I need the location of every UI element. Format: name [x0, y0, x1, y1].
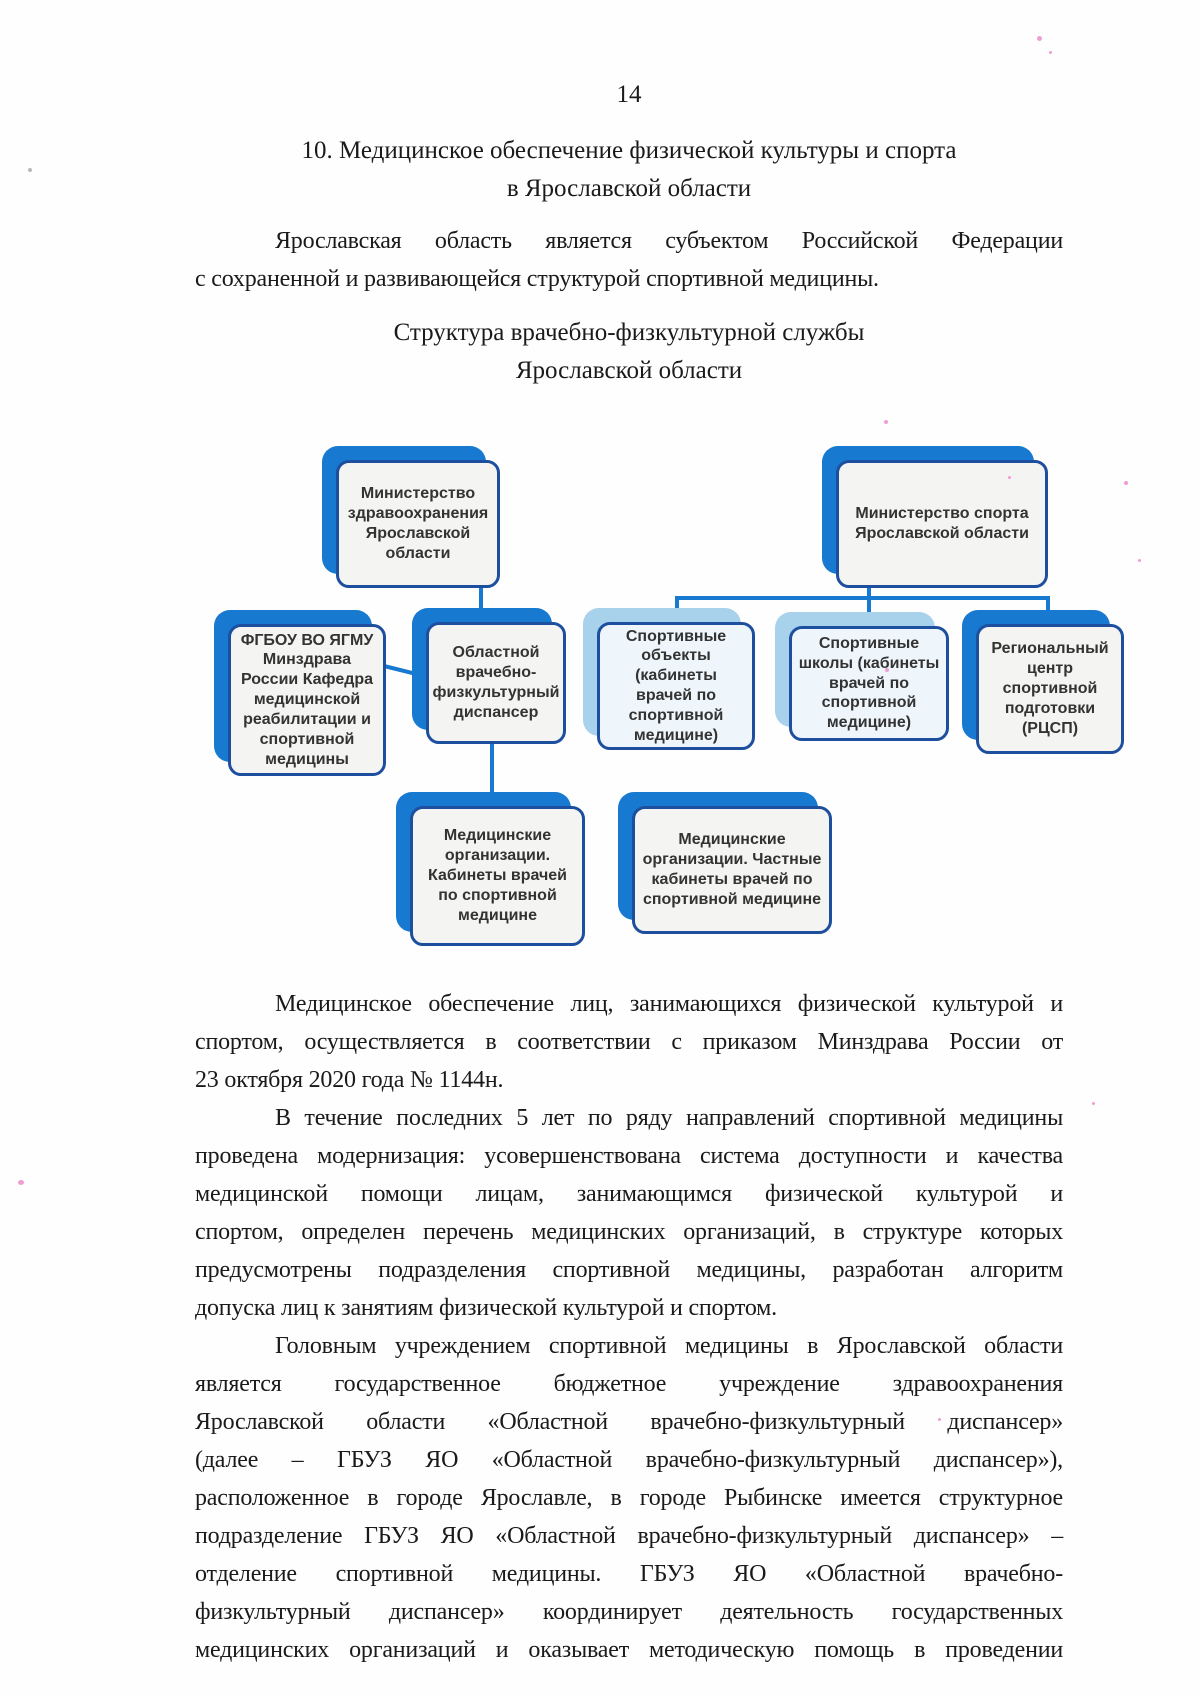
paragraph-line: физкультурный диспансер» координирует де…: [195, 1599, 1063, 1625]
paragraph-line: Головным учреждением спортивной медицины…: [275, 1333, 1063, 1359]
connector-drop-rcsp: [1046, 598, 1050, 612]
paragraph-line: В течение последних 5 лет по ряду направ…: [275, 1105, 1063, 1131]
connector-minzdrav-dispanser: [479, 586, 483, 610]
paragraph-line: отделение спортивной медицины. ГБУЗ ЯО «…: [195, 1561, 1063, 1587]
org-box-face: Министерство здравоохранения Ярославской…: [336, 460, 500, 588]
scan-speck: [1008, 476, 1011, 479]
org-box-label: Министерство здравоохранения Ярославской…: [347, 485, 489, 562]
org-box-face: Медицинские организации. Кабинеты врачей…: [410, 806, 585, 946]
doc-title-line1: 10. Медицинское обеспечение физической к…: [301, 137, 957, 164]
paragraph-line: является государственное бюджетное учреж…: [195, 1371, 1063, 1397]
connector-fgbou-dispanser: [383, 664, 416, 676]
diagram-title-line2: Ярославской области: [515, 357, 743, 384]
org-box-face: ФГБОУ ВО ЯГМУ Минздрава России Кафедра м…: [228, 624, 386, 776]
paragraph-line: Ярославская область является субъектом Р…: [275, 228, 1063, 254]
org-box-label: Спортивные объекты (кабинеты врачей по с…: [625, 627, 727, 744]
paragraph-line: подразделение ГБУЗ ЯО «Областной врачебн…: [195, 1523, 1063, 1549]
org-box-dispanser: Областной врачебно-физкультурный диспанс…: [412, 608, 566, 744]
org-box-label: Областной врачебно-физкультурный диспанс…: [432, 644, 560, 721]
scan-speck: [1037, 36, 1042, 41]
org-box-label: ФГБОУ ВО ЯГМУ Минздрава России Кафедра м…: [240, 631, 374, 768]
paragraph-line: медицинских организаций и оказывает мето…: [195, 1637, 1063, 1663]
org-box-sport-objects: Спортивные объекты (кабинеты врачей по с…: [583, 608, 755, 750]
paragraph-line: медицинской помощи лицам, занимающимся ф…: [195, 1181, 1063, 1207]
org-box-face: Медицинские организации. Частные кабинет…: [632, 806, 832, 934]
org-box-face: Спортивные школы (кабинеты врачей по спо…: [789, 626, 949, 741]
body-text: Медицинское обеспечение лиц, занимающихс…: [195, 985, 1063, 1669]
org-box-med-private: Медицинские организации. Частные кабинет…: [618, 792, 832, 934]
paragraph-line: Медицинское обеспечение лиц, занимающихс…: [275, 991, 1063, 1017]
scan-speck: [1138, 559, 1141, 562]
org-box-label: Медицинские организации. Частные кабинет…: [642, 831, 822, 908]
scan-speck: [938, 1418, 941, 1421]
scan-speck: [1124, 481, 1128, 485]
intro-paragraph: Ярославская область является субъектом Р…: [195, 222, 1063, 298]
paragraph-line: Ярославской области «Областной врачебно-…: [195, 1409, 1063, 1435]
scan-speck: [28, 168, 32, 172]
org-box-face: Министерство спорта Ярославской области: [836, 460, 1048, 588]
org-box-face: Областной врачебно-физкультурный диспанс…: [426, 622, 566, 744]
scan-speck: [885, 668, 889, 672]
org-box-label: Региональный центр спортивной подготовки…: [991, 640, 1109, 737]
connector-minsport-stub: [867, 586, 871, 598]
org-box-face: Спортивные объекты (кабинеты врачей по с…: [597, 622, 755, 750]
connector-minsport-branch: [675, 596, 1050, 600]
connector-drop-objekty: [675, 598, 679, 611]
paragraph-line: спортом, определен перечень медицинских …: [195, 1219, 1063, 1245]
org-box-rcsp: Региональный центр спортивной подготовки…: [962, 610, 1124, 754]
scan-speck: [1092, 1102, 1095, 1105]
org-box-sport-schools: Спортивные школы (кабинеты врачей по спо…: [775, 612, 949, 741]
org-box-fgbou: ФГБОУ ВО ЯГМУ Минздрава России Кафедра м…: [214, 610, 386, 776]
paragraph-line: допуска лиц к занятиям физической культу…: [195, 1295, 777, 1321]
paragraph-line: с сохраненной и развивающейся структурой…: [195, 266, 879, 292]
org-box-label: Спортивные школы (кабинеты врачей по спо…: [798, 634, 940, 732]
org-box-med-organizations: Медицинские организации. Кабинеты врачей…: [396, 792, 585, 946]
org-box-label: Медицинские организации. Кабинеты врачей…: [427, 827, 567, 924]
org-box-face: Региональный центр спортивной подготовки…: [976, 624, 1124, 754]
org-box-minzdrav: Министерство здравоохранения Ярославской…: [322, 446, 500, 588]
scan-speck: [1049, 51, 1052, 54]
scan-speck: [18, 1180, 24, 1185]
connector-dispanser-medgov: [490, 744, 494, 794]
doc-title-line2: в Ярославской области: [506, 175, 752, 202]
connector-drop-shkoly: [867, 598, 871, 614]
paragraph-line: расположенное в городе Ярославле, в горо…: [195, 1485, 1063, 1511]
paragraph-line: проведена модернизация: усовершенствован…: [195, 1143, 1063, 1169]
scan-speck: [884, 420, 888, 424]
page-number: 14: [616, 81, 642, 108]
paragraph-line: спортом, осуществляется в соответствии с…: [195, 1029, 1063, 1055]
paragraph-line: 23 октября 2020 года № 1144н.: [195, 1067, 504, 1093]
paragraph-line: (далее – ГБУЗ ЯО «Областной врачебно-физ…: [195, 1447, 1063, 1473]
paragraph-line: предусмотрены подразделения спортивной м…: [195, 1257, 1063, 1283]
org-box-minsport: Министерство спорта Ярославской области: [822, 446, 1048, 588]
org-box-label: Министерство спорта Ярославской области: [855, 505, 1029, 542]
diagram-title-line1: Структура врачебно-физкультурной службы: [393, 319, 865, 346]
